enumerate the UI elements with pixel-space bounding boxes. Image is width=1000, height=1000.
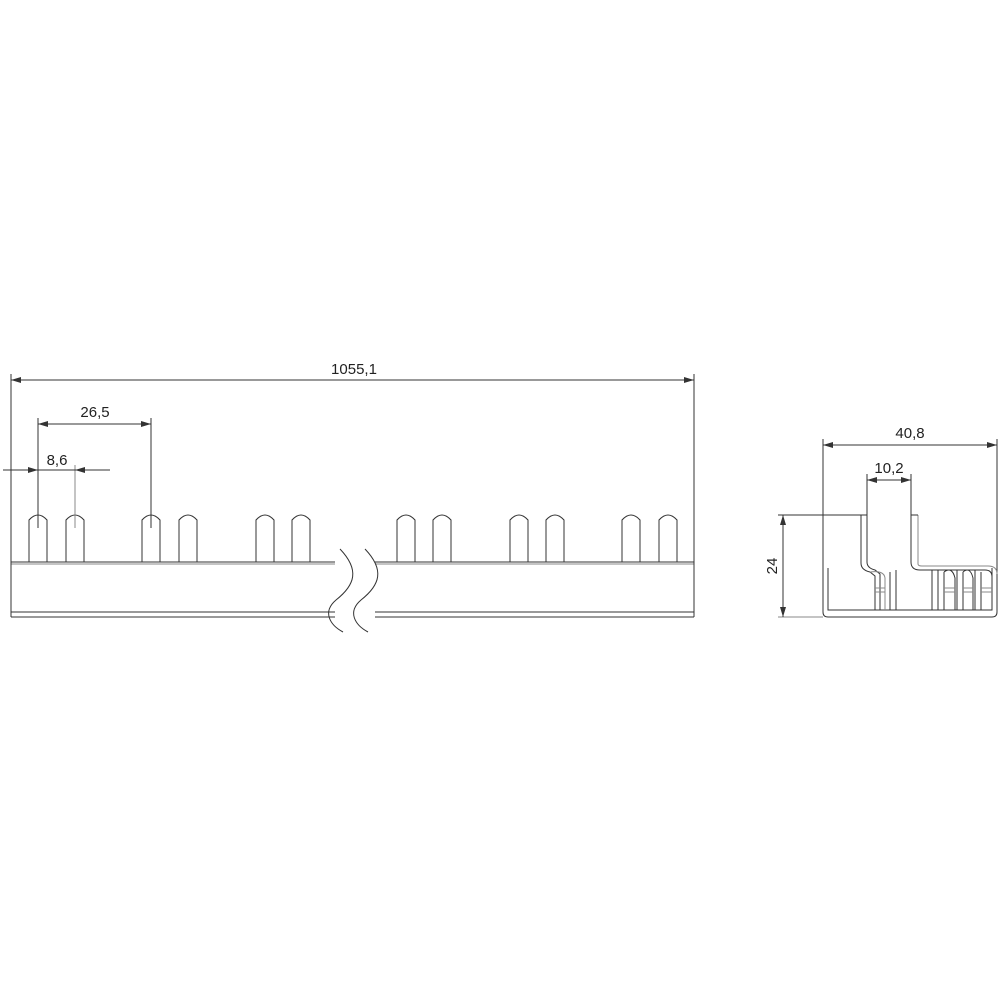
dimension-label: 40,8 [895,425,924,442]
pin [255,514,275,562]
pin [509,514,529,562]
dimension-label: 8,6 [47,452,68,469]
side-view: 40,8 10,2 24 [764,425,998,618]
dimension-label: 10,2 [874,460,903,477]
pin [432,514,452,562]
dimension-overall-length: 1055,1 [11,361,694,383]
dimension-label: 26,5 [80,404,109,421]
busbar-body [10,561,695,618]
pin [545,514,565,562]
dimension-label: 24 [764,558,781,575]
pin [178,514,198,562]
pin [291,514,311,562]
dimension-pin-offset: 8,6 [3,452,110,473]
profile [822,514,998,618]
pin [396,514,416,562]
pin [658,514,678,562]
dimension-height: 24 [764,515,786,617]
pins [28,514,678,562]
break-lines [328,548,379,633]
dimension-pin-pitch: 26,5 [38,404,151,427]
front-view: 1055,1 26,5 8,6 [3,361,695,633]
dimension-width: 40,8 [823,425,997,448]
dimension-label: 1055,1 [331,361,377,378]
dimension-pin-width: 10,2 [867,460,911,483]
pin [621,514,641,562]
